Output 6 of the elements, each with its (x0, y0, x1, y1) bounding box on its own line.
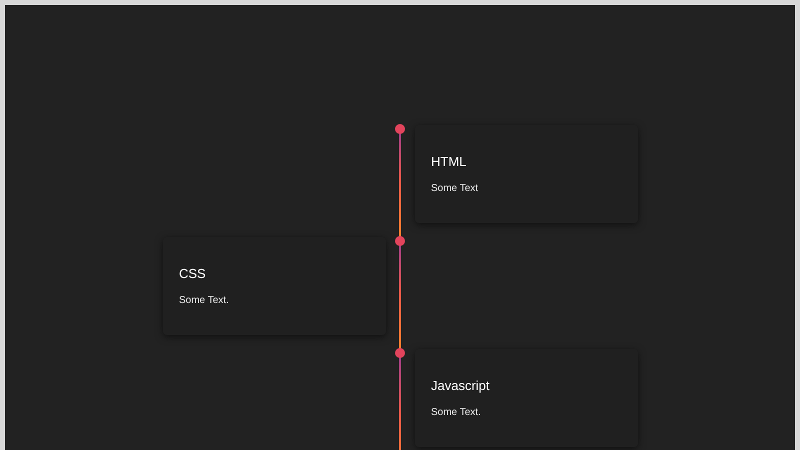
card-heading: CSS (179, 266, 206, 281)
card-text: Some Text (431, 183, 478, 194)
card-text: Some Text. (179, 295, 229, 306)
card-heading: Javascript (431, 378, 490, 393)
card-text: Some Text. (431, 407, 481, 418)
card-heading: HTML (431, 154, 466, 169)
